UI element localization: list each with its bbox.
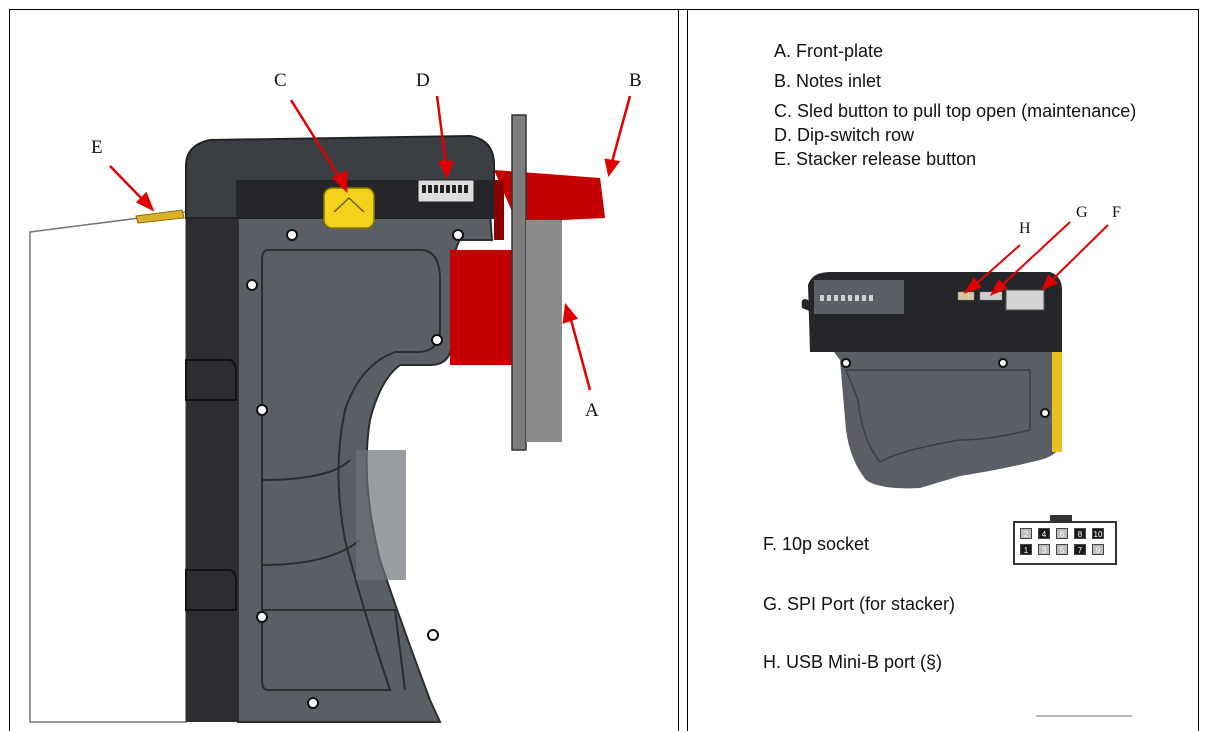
screw bbox=[256, 611, 268, 623]
screw bbox=[256, 404, 268, 416]
callout-c: C bbox=[274, 70, 287, 91]
socket-pin: 3 bbox=[1038, 544, 1050, 555]
socket-10p bbox=[1005, 289, 1045, 311]
legend-h: H. USB Mini-B port (§) bbox=[763, 652, 943, 672]
screw bbox=[246, 279, 258, 291]
screw bbox=[431, 334, 443, 346]
socket-pin: 10 bbox=[1092, 528, 1104, 539]
legend-g: G. SPI Port (for stacker) bbox=[763, 594, 956, 614]
screw bbox=[452, 229, 464, 241]
legend-e: E. Stacker release button bbox=[774, 149, 977, 169]
screw bbox=[998, 358, 1008, 368]
legend-d: D. Dip-switch row bbox=[774, 125, 915, 145]
spi-port bbox=[979, 291, 1003, 301]
side-panel-dark bbox=[186, 212, 238, 722]
table-frame bbox=[9, 9, 1199, 731]
stacker-box bbox=[29, 211, 187, 723]
screw bbox=[286, 229, 298, 241]
socket-pin: 1 bbox=[1020, 544, 1032, 555]
socket-pin-grid: 2 4 6 8 10 1 3 5 7 9 bbox=[1014, 519, 1116, 565]
callout-b: B bbox=[629, 70, 642, 91]
callout-f: F bbox=[1112, 204, 1121, 221]
stacker-release-button bbox=[135, 209, 185, 224]
screw bbox=[307, 697, 319, 709]
legend-c: C. Sled button to pull top open (mainten… bbox=[774, 101, 1137, 121]
column-divider bbox=[678, 9, 688, 731]
callout-g: G bbox=[1076, 204, 1088, 221]
screw bbox=[427, 629, 439, 641]
socket-pin: 2 bbox=[1020, 528, 1032, 539]
screw bbox=[1040, 408, 1050, 418]
sled-button bbox=[323, 187, 375, 229]
front-plate bbox=[511, 114, 527, 451]
socket-pin: 8 bbox=[1074, 528, 1086, 539]
socket-pin: 6 bbox=[1056, 528, 1068, 539]
socket-pin: 4 bbox=[1038, 528, 1050, 539]
legend-f: F. 10p socket bbox=[763, 534, 870, 554]
callout-a: A bbox=[585, 400, 599, 421]
socket-pin: 7 bbox=[1074, 544, 1086, 555]
unit-lower-body bbox=[834, 352, 1062, 489]
socket-pin: 5 bbox=[1056, 544, 1068, 555]
usb-port bbox=[957, 291, 975, 301]
callout-h: H bbox=[1019, 220, 1031, 237]
callout-e: E bbox=[91, 137, 103, 158]
screw bbox=[841, 358, 851, 368]
legend-b: B. Notes inlet bbox=[774, 71, 882, 91]
callout-d: D bbox=[416, 70, 430, 91]
socket-pin: 9 bbox=[1092, 544, 1104, 555]
legend-a: A. Front-plate bbox=[774, 41, 884, 61]
